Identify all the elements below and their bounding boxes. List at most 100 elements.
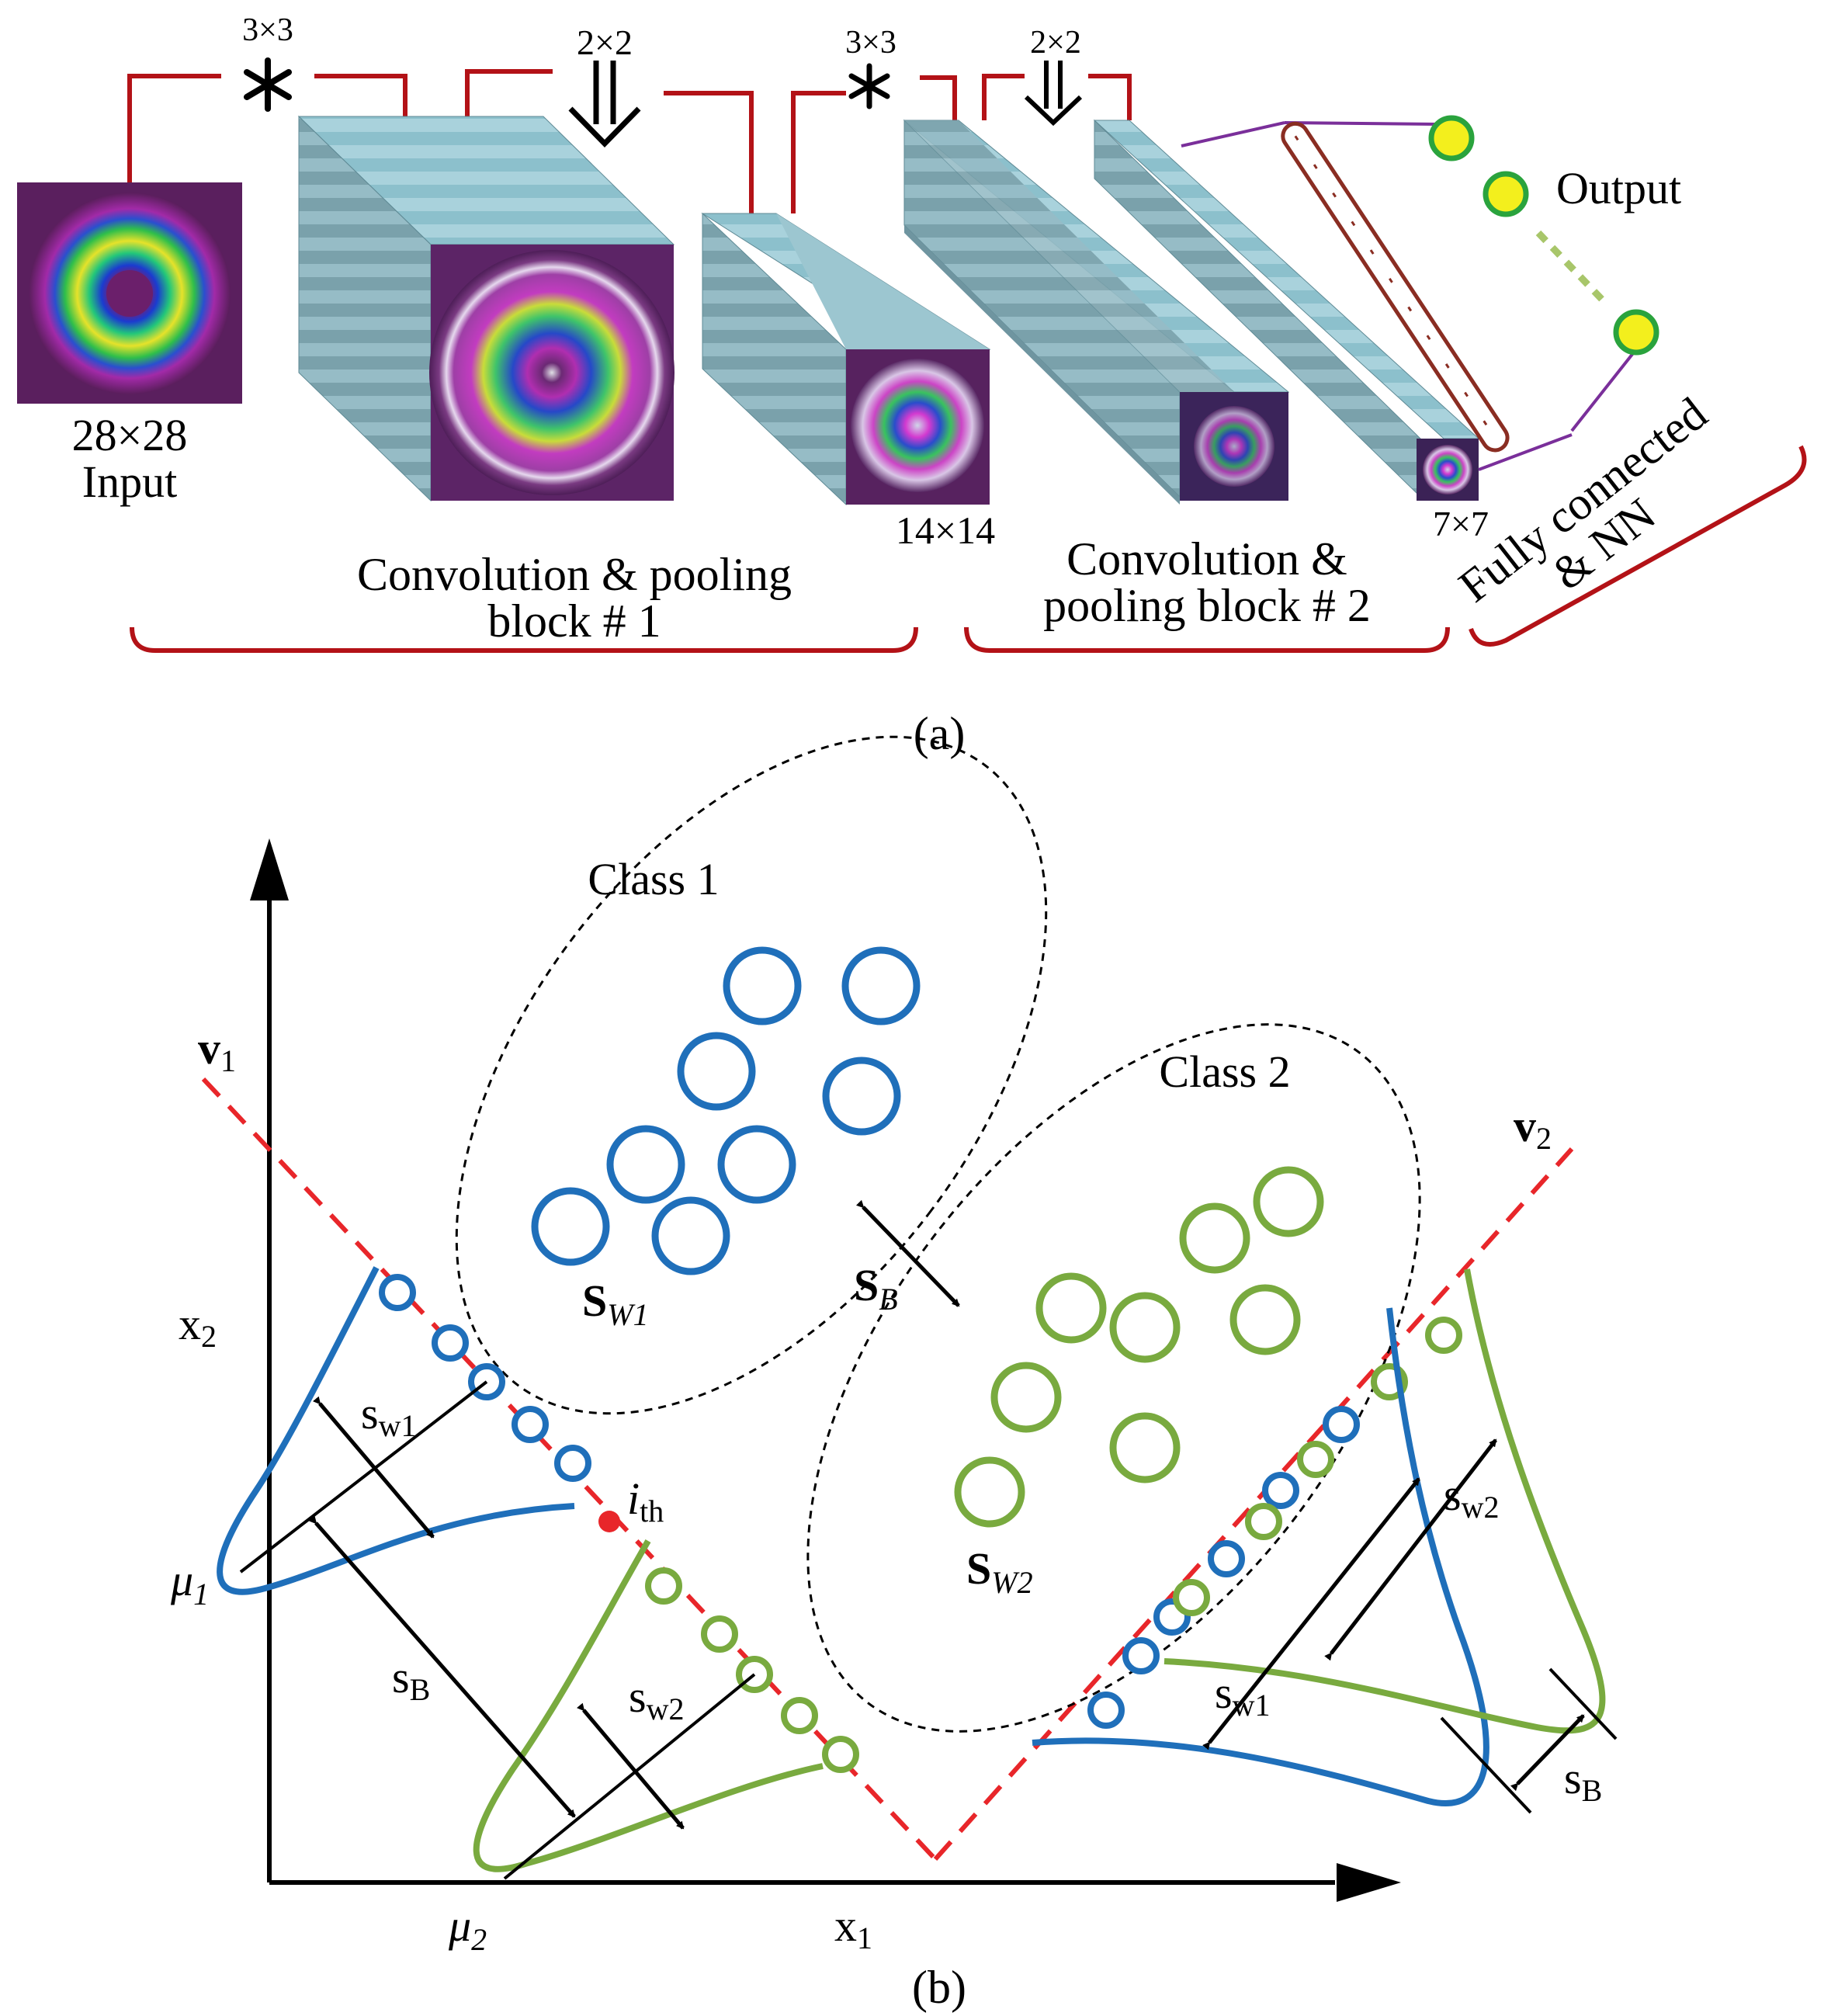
fc-link-bottom <box>1478 433 1573 471</box>
projected-class2-point <box>781 1697 818 1734</box>
ith-threshold-point <box>598 1511 620 1532</box>
mu2-label: μ2 <box>448 1900 487 1957</box>
left-sw1-arrow <box>313 1396 435 1539</box>
ith-label: ith <box>627 1473 664 1528</box>
projected-class1-point <box>1122 1637 1160 1674</box>
fm1-size-label: 14×14 <box>896 508 995 552</box>
class1-point <box>677 1032 756 1111</box>
connector-conv2-to-block3 <box>920 75 957 120</box>
pool1-size-label: 2×2 <box>577 23 633 62</box>
conv2-asterisk-icon <box>848 63 890 109</box>
panel-b-caption: (b) <box>912 1962 966 2013</box>
class1-point <box>822 1057 901 1136</box>
pool2-size-label: 2×2 <box>1030 25 1081 61</box>
class1-distribution-right <box>1032 1307 1489 1807</box>
output-neuron-1 <box>1428 115 1475 161</box>
connector-pool1-to-block2 <box>664 91 754 213</box>
sw2-cluster-label: SW2 <box>966 1543 1033 1600</box>
connector-block1-to-pool1 <box>465 69 553 116</box>
output-neuron-2 <box>1483 171 1529 217</box>
brace-block-1 <box>130 626 918 653</box>
y-axis-arrow-icon <box>250 838 289 900</box>
block2-label-line2: pooling block # 2 <box>1043 580 1371 631</box>
class2-distribution-right <box>1163 1268 1606 1734</box>
right-sb-tick-2 <box>1548 1667 1618 1740</box>
block-braces <box>130 445 1807 653</box>
projected-class2-point <box>1245 1503 1282 1540</box>
class2-points <box>954 1166 1324 1528</box>
projected-class1-point <box>1262 1472 1299 1509</box>
feature-block-4 <box>1093 119 1480 501</box>
axes <box>250 838 1401 1902</box>
class1-point <box>606 1125 685 1204</box>
class1-point <box>531 1187 610 1266</box>
pool1-double-down-arrow-icon <box>568 61 641 148</box>
projected-class1-point <box>1087 1692 1125 1729</box>
conv1-kernel-label: 3×3 <box>242 12 293 48</box>
class1-point <box>841 946 921 1025</box>
v2-label: v2 <box>1514 1101 1552 1156</box>
block2-label-line1: Convolution & <box>1066 533 1347 585</box>
output-ellipsis <box>1535 230 1608 306</box>
connector-block3-to-pool2 <box>982 74 1025 120</box>
stage-connectors <box>127 69 1132 213</box>
class1-point <box>723 946 802 1025</box>
class2-point <box>1109 1412 1181 1483</box>
projected-class1-point <box>512 1406 549 1443</box>
class2-point <box>1229 1284 1301 1355</box>
left-sw2-arrow <box>577 1702 685 1830</box>
input-image <box>17 182 242 404</box>
x1-axis-label: x1 <box>834 1900 872 1955</box>
projected-points-left <box>379 1274 859 1773</box>
feature-block-1 <box>297 115 675 502</box>
block1-label-line2: block # 1 <box>487 595 661 647</box>
left-sb-arrow <box>308 1515 576 1818</box>
class2-point <box>1109 1292 1181 1363</box>
right-sb-label: sB <box>1564 1753 1602 1808</box>
projected-class1-point <box>379 1274 416 1311</box>
fc-link-output-bottom <box>1570 348 1638 432</box>
left-sw1-label: sw1 <box>361 1388 416 1443</box>
projected-class1-point <box>1323 1406 1360 1443</box>
brace-fc <box>1469 445 1807 647</box>
v1-label: v1 <box>198 1023 236 1078</box>
right-sw1-arrow <box>1202 1477 1420 1751</box>
class2-point <box>954 1456 1025 1528</box>
projected-class2-point <box>1173 1579 1210 1616</box>
class2-point <box>1179 1202 1250 1274</box>
output-neuron-3 <box>1613 309 1659 356</box>
right-sb-arrow <box>1510 1714 1585 1792</box>
connector-input-to-conv1 <box>127 74 221 182</box>
projected-class2-point <box>645 1567 682 1605</box>
sb-center-label: SB <box>854 1260 898 1317</box>
fc-link-top <box>1181 121 1285 147</box>
brace-block-2 <box>964 626 1450 653</box>
class1-point <box>717 1125 796 1204</box>
projected-class1-point <box>432 1324 469 1362</box>
input-label: Input <box>82 456 177 507</box>
x2-axis-label: x2 <box>179 1299 217 1354</box>
pool2-double-down-arrow-icon <box>1024 61 1083 127</box>
block1-label-line1: Convolution & pooling <box>357 549 792 600</box>
connector-block2-to-conv2 <box>791 91 846 213</box>
class2-distribution-left <box>473 1539 824 1872</box>
conv1-asterisk-icon <box>244 57 292 112</box>
connector-conv1-to-block1 <box>314 74 407 116</box>
class1-points <box>531 946 921 1275</box>
right-sw2-label: sw2 <box>1444 1469 1499 1525</box>
projected-class2-point <box>1425 1317 1462 1354</box>
projected-class2-point <box>701 1615 738 1653</box>
right-sw1-label: sw1 <box>1215 1667 1270 1723</box>
projected-class2-point <box>1297 1441 1334 1478</box>
class2-label: Class 2 <box>1159 1046 1290 1097</box>
feature-block-3 <box>903 119 1290 505</box>
projected-class1-point <box>554 1445 591 1482</box>
fully-connected-layer <box>1181 115 1659 471</box>
input-size-label: 28×28 <box>72 410 188 460</box>
fc-link-output-top <box>1284 121 1438 126</box>
output-label: Output <box>1556 163 1681 213</box>
projected-class1-point <box>1208 1540 1245 1577</box>
projected-points-right <box>1087 1317 1462 1729</box>
projected-class2-point <box>822 1736 859 1773</box>
